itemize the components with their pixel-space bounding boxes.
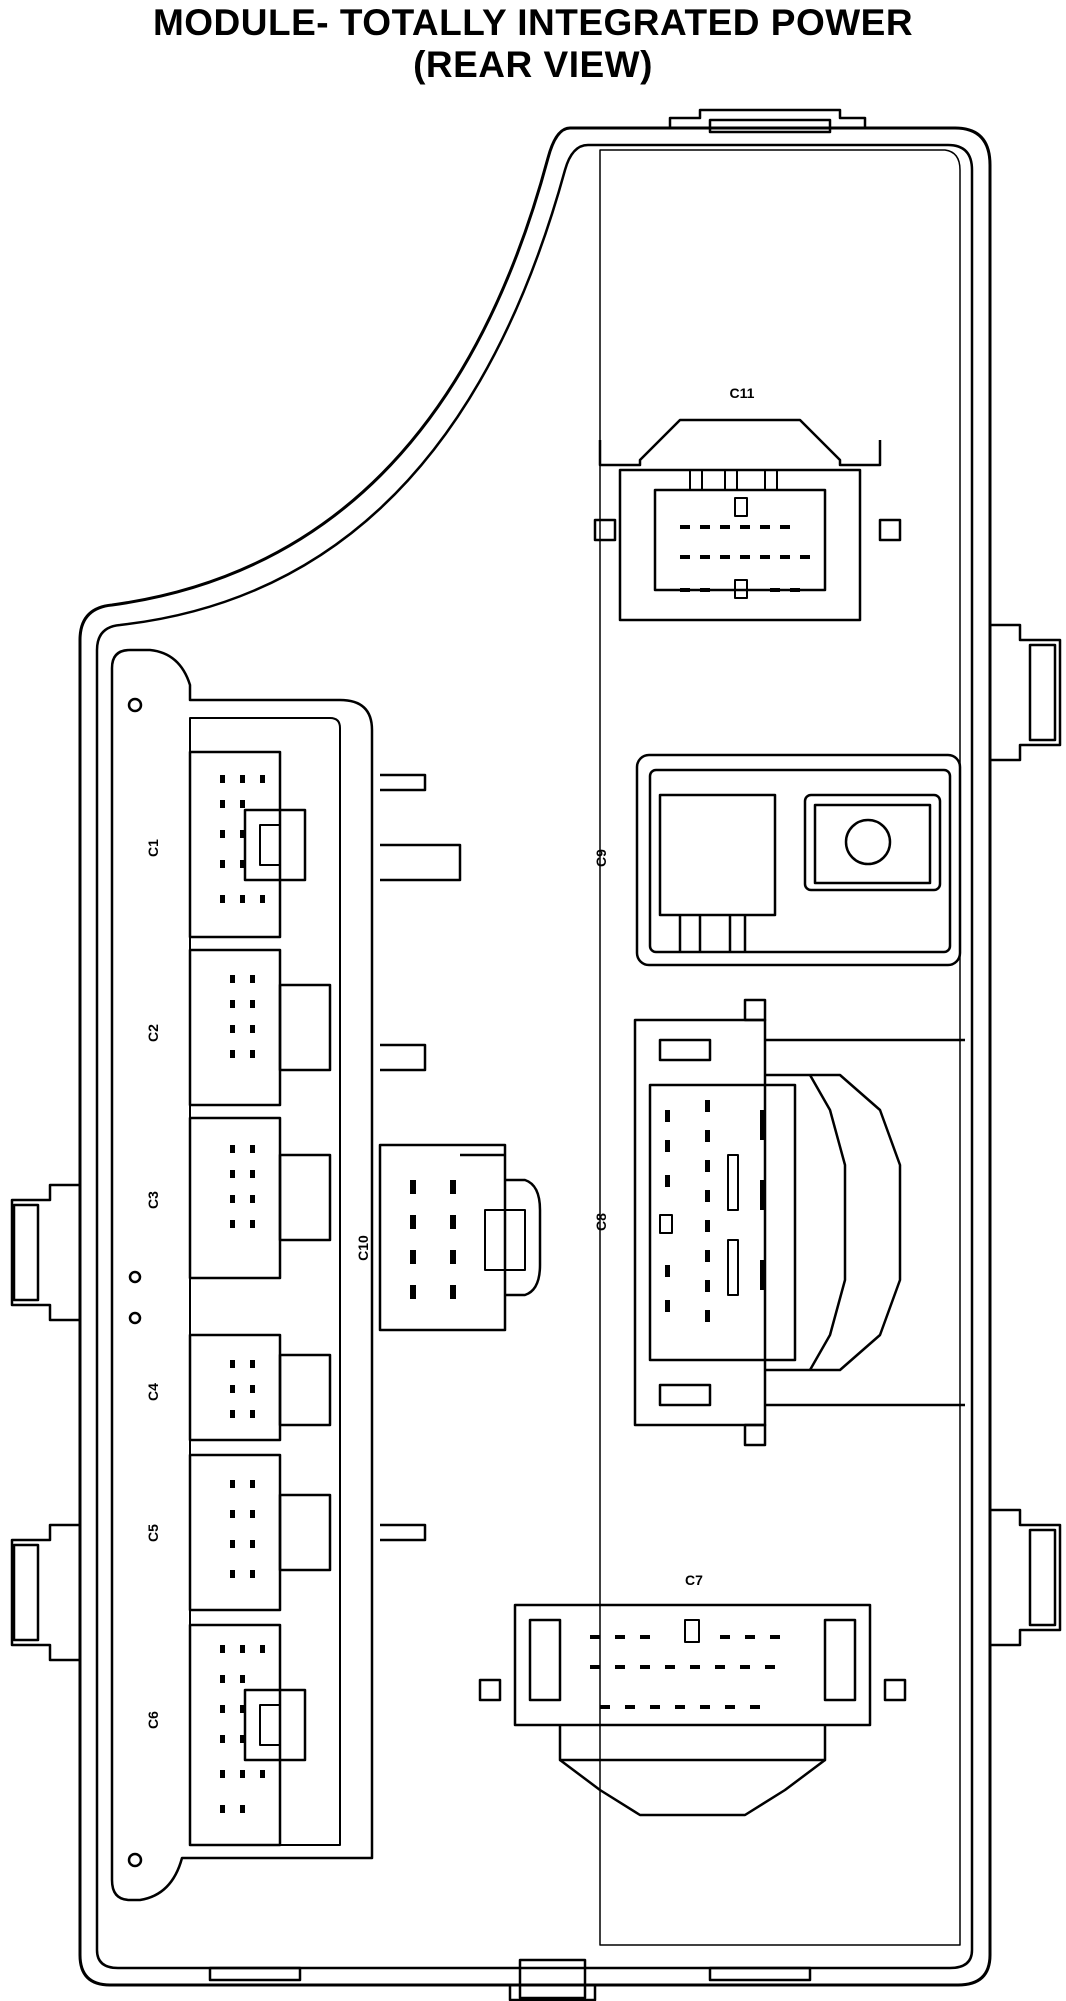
- connector-c9: [635, 753, 962, 967]
- label-c11: C11: [730, 385, 755, 401]
- connector-c10: [378, 773, 542, 1542]
- label-c2: C2: [145, 1024, 161, 1042]
- connector-c3: [188, 1116, 332, 1280]
- label-c3: C3: [145, 1191, 161, 1209]
- label-c7: C7: [685, 1572, 703, 1588]
- label-c5: C5: [145, 1524, 161, 1542]
- diagram-subtitle: (REAR VIEW): [413, 44, 653, 85]
- diagram-title: MODULE- TOTALLY INTEGRATED POWER: [152, 2, 914, 43]
- connector-c1: [188, 750, 307, 939]
- left-connector-pins: [220, 775, 265, 1813]
- label-c1: C1: [145, 839, 161, 857]
- connector-c8: [633, 998, 965, 1447]
- connector-c4: [188, 1333, 332, 1442]
- connector-c11: [593, 418, 902, 622]
- connector-c7: [478, 1603, 907, 1817]
- label-c9: C9: [593, 849, 609, 867]
- label-c6: C6: [145, 1711, 161, 1729]
- label-c8: C8: [593, 1213, 609, 1231]
- connector-c6: [188, 1623, 307, 1847]
- label-c10: C10: [355, 1235, 371, 1261]
- connector-c2: [188, 948, 332, 1107]
- housing-outline: [10, 108, 1062, 2001]
- label-c4: C4: [145, 1383, 161, 1401]
- connector-c5: [188, 1453, 332, 1612]
